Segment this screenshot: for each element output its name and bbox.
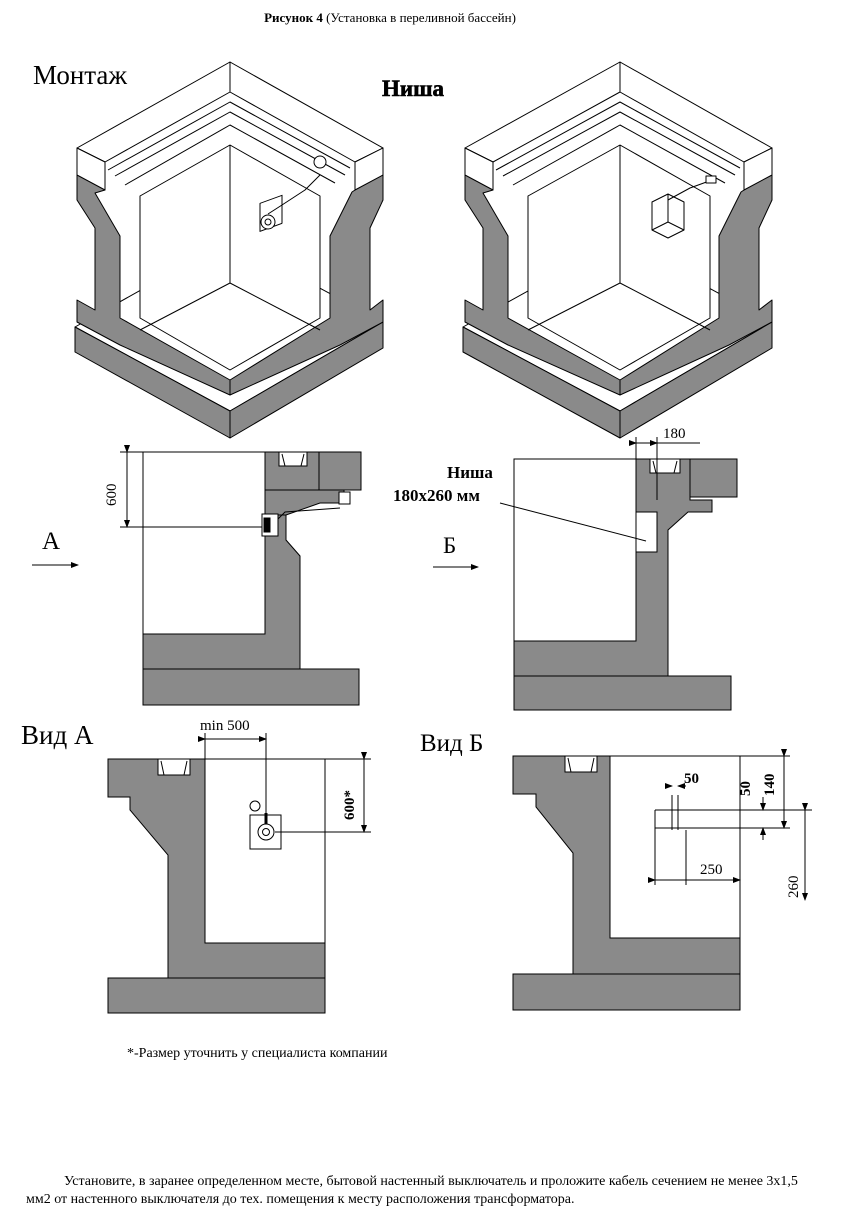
footnote: *-Размер уточнить у специалиста компании [127, 1046, 388, 1061]
view-arrow-b-label: Б [443, 533, 457, 558]
dim-50-vertical: 50 [738, 781, 754, 796]
figure-number: Рисунок 4 [264, 10, 323, 25]
dim-600-star: 600* [342, 790, 358, 820]
montazh-title: Монтаж [33, 60, 128, 90]
dim-140: 140 [762, 773, 778, 797]
view-a-title: Вид А [21, 720, 94, 750]
view-b [512, 749, 812, 1011]
instruction-paragraph: Установите, в заранее определенном месте… [26, 1174, 798, 1207]
nisha-label: Ниша [447, 463, 493, 482]
view-b-title: Вид Б [420, 730, 484, 757]
section-a [32, 445, 362, 706]
iso-nisha-view [462, 61, 773, 439]
nisha-title: Ниша [382, 76, 445, 102]
dim-50-horizontal: 50 [684, 771, 699, 787]
dim-250: 250 [700, 862, 723, 878]
dim-260: 260 [786, 875, 802, 899]
section-b [433, 437, 738, 711]
dim-600: 600 [104, 483, 120, 507]
iso-montazh-view [74, 61, 384, 439]
figure-title: (Установка в переливной бассейн) [322, 10, 516, 25]
figure-caption: Рисунок 4 (Установка в переливной бассей… [0, 10, 780, 26]
dim-min-500: min 500 [200, 718, 250, 734]
view-a [107, 733, 371, 1014]
nisha-size-label: 180x260 мм [393, 486, 480, 505]
dim-180: 180 [663, 426, 686, 442]
view-arrow-a-label: А [42, 528, 61, 555]
